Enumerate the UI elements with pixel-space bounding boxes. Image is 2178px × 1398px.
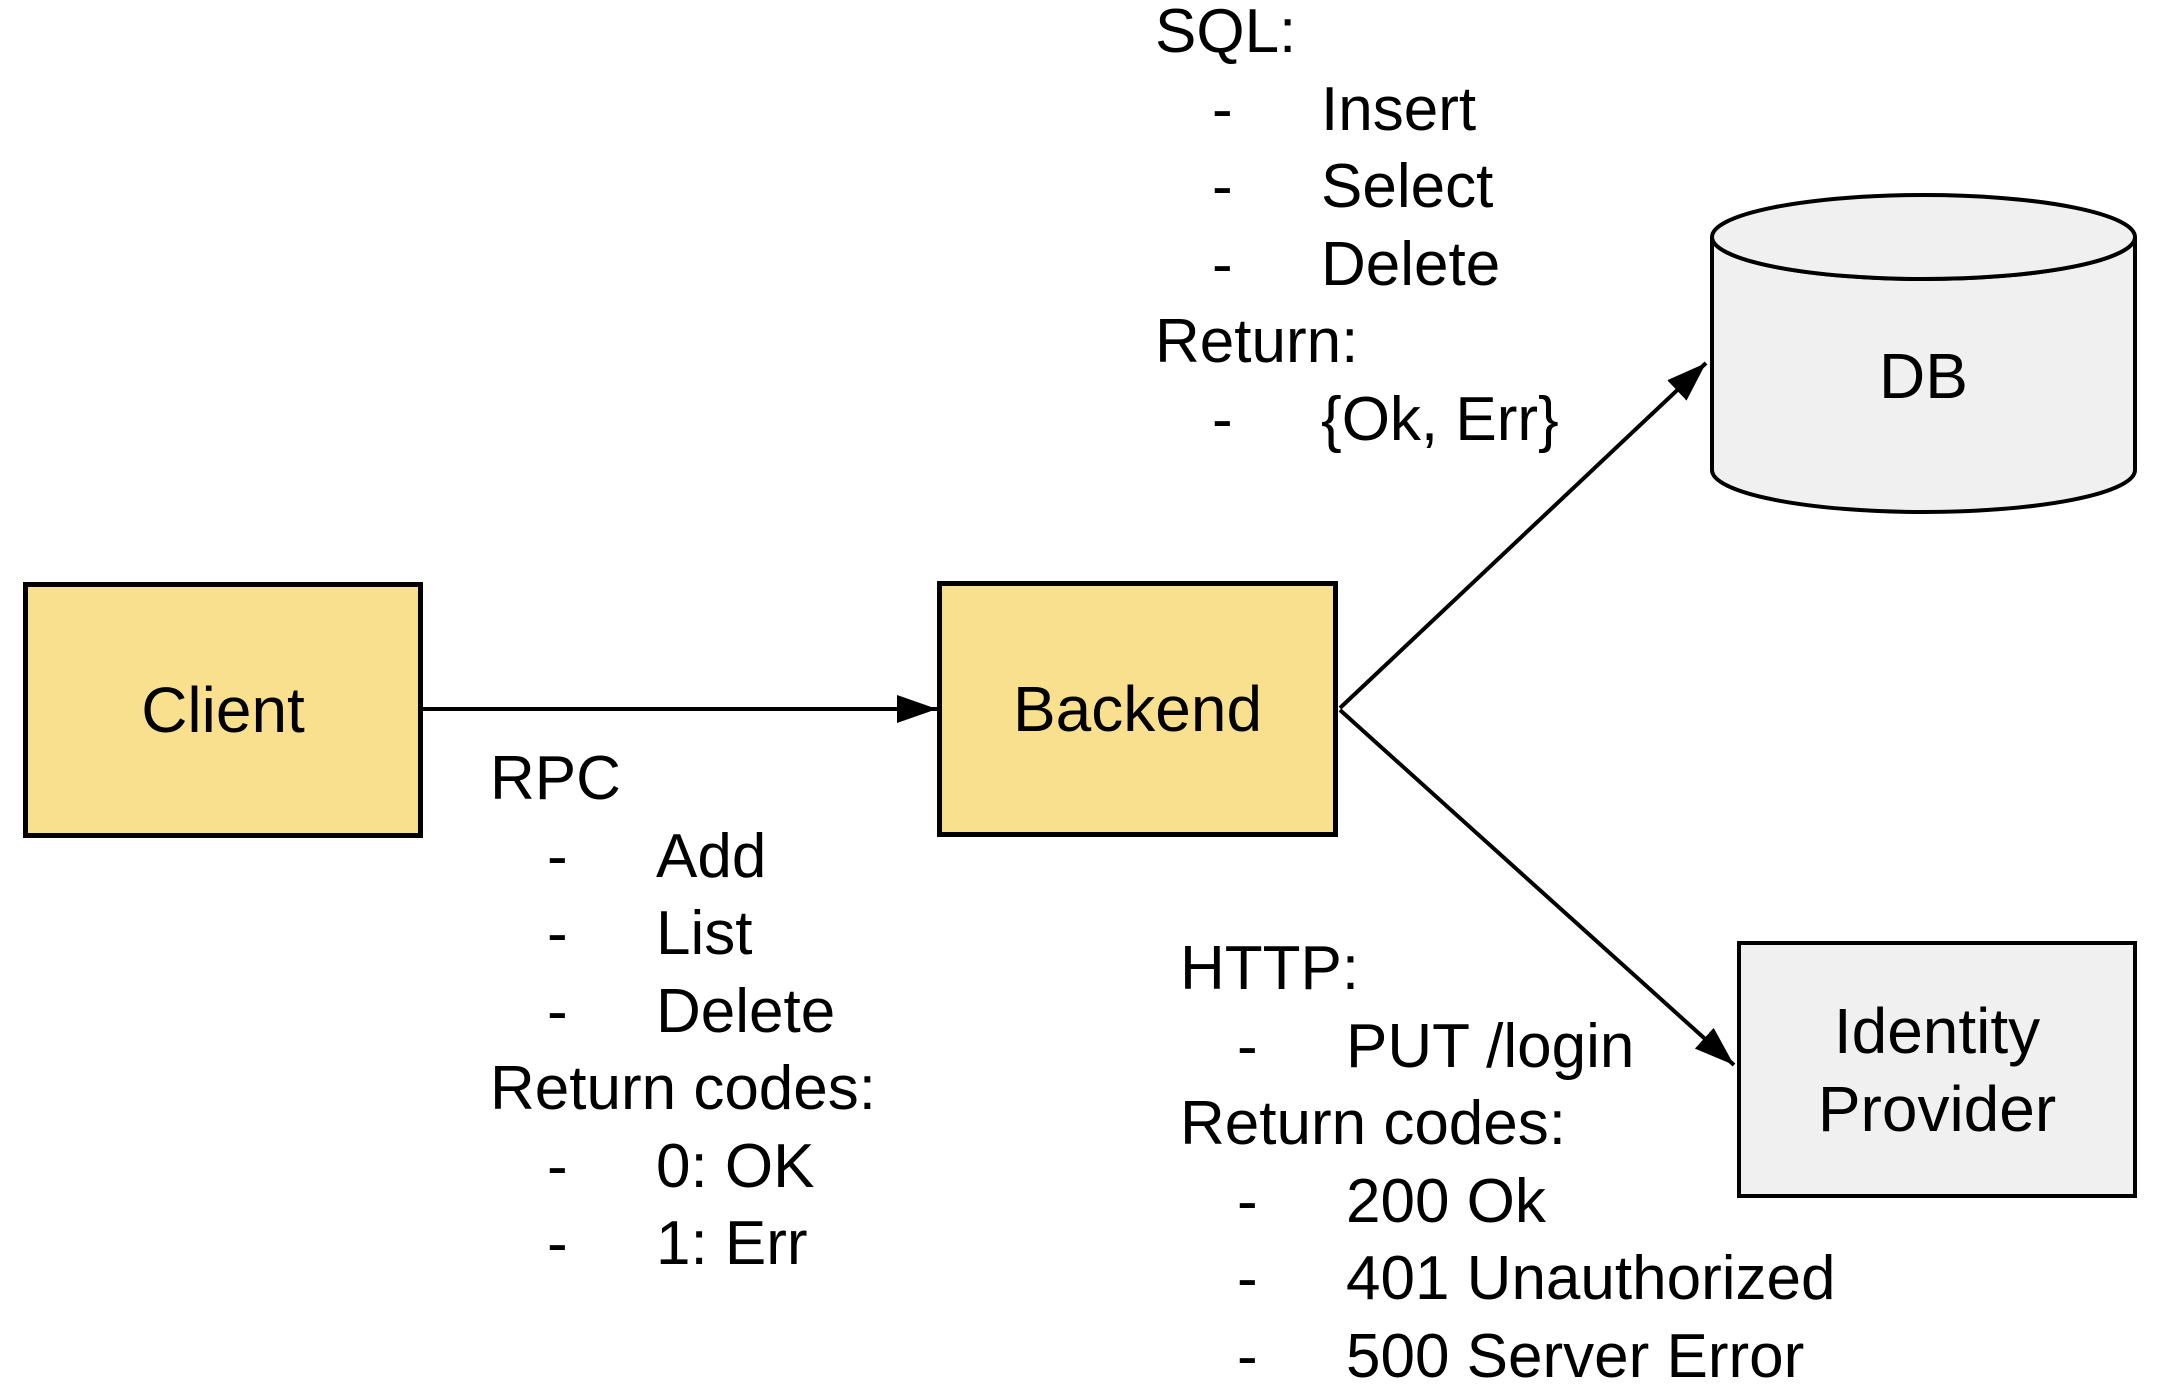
- client-node: Client: [23, 582, 423, 838]
- bullet-dash: -: [1212, 229, 1233, 299]
- bullet-dash: -: [547, 1209, 568, 1278]
- bullet-dash: -: [1212, 74, 1233, 144]
- backend-node-label: Backend: [1012, 673, 1263, 745]
- identity-provider-label-line2: Provider: [1817, 1072, 2057, 1145]
- client-node-label: Client: [141, 674, 305, 746]
- backend-idp-arrow: [1338, 708, 1736, 1067]
- bullet-dash: -: [1237, 1166, 1258, 1236]
- bullet-dash: -: [1212, 384, 1233, 454]
- bullet-dash: -: [1237, 1011, 1258, 1081]
- bullet-dash: -: [547, 1131, 568, 1201]
- identity-provider-node-label: Identity Provider: [1818, 992, 2056, 1148]
- bullet-dash: -: [1237, 1321, 1258, 1391]
- bullet-dash: -: [547, 976, 568, 1046]
- db-node-label: DB: [1879, 340, 1968, 412]
- identity-provider-node: Identity Provider: [1737, 941, 2137, 1198]
- bullet-dash: -: [547, 899, 568, 968]
- db-cylinder: [1710, 193, 2137, 514]
- bullet-dash: -: [1212, 152, 1233, 221]
- db-cylinder-top: [1710, 193, 2137, 281]
- bullet-dash: -: [1237, 1244, 1258, 1313]
- identity-provider-label-line1: Identity: [1833, 994, 2041, 1067]
- backend-node: Backend: [937, 581, 1338, 837]
- backend-db-arrow: [1338, 361, 1708, 710]
- bullet-dash: -: [547, 821, 568, 891]
